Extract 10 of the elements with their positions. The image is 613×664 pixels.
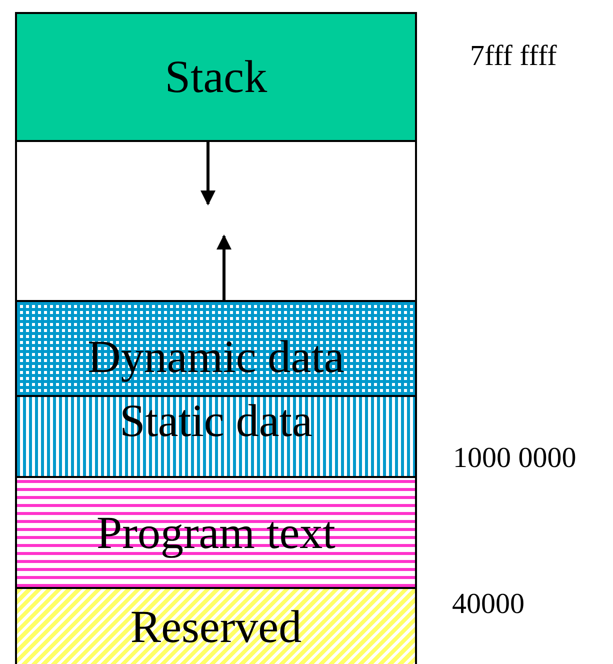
arrow [200,142,216,206]
free-space-segment [15,140,417,302]
address-label: 1000 0000 [453,444,576,473]
dynamic-data-segment [15,300,417,397]
segment-label: Stack [164,54,268,100]
arrow [216,234,232,300]
address-label: 40000 [452,590,524,619]
segment-label: Dynamic data [88,334,344,380]
address-label: 7fff ffff [470,42,557,71]
stack-segment [15,12,417,142]
